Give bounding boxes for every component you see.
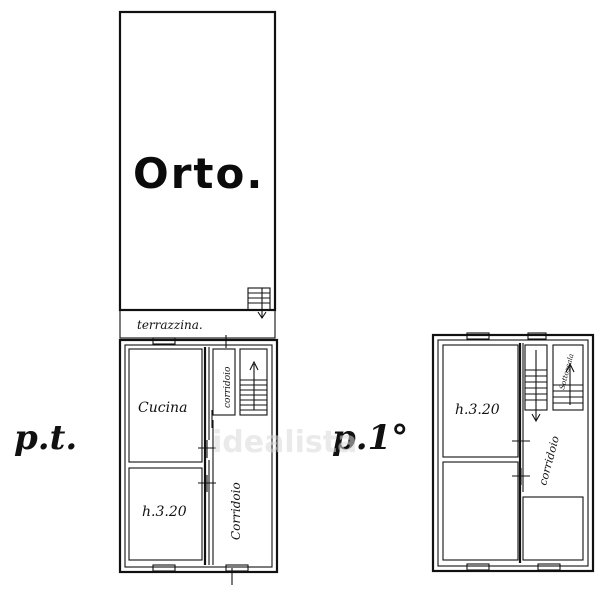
first-floor-outer-wall <box>431 333 595 573</box>
ground-floor-room <box>128 467 203 561</box>
first-floor-upper-room <box>442 344 519 458</box>
garden-label: Orto. <box>133 149 264 198</box>
ground-floor-plan-label: p.t. <box>14 418 77 458</box>
ground-floor-plan: Orto. terrazzina. Cucina h.3.20 corridoi… <box>14 10 279 585</box>
small-corridor <box>212 348 236 416</box>
terrace-label: terrazzina. <box>137 318 203 332</box>
terrace-area <box>119 309 276 339</box>
kitchen-label: Cucina <box>138 400 187 416</box>
first-floor-doors <box>512 440 530 485</box>
room-height-label: h.3.20 <box>142 504 187 520</box>
first-floor-plan: h.3.20 corridoio Sottoscala p.1° <box>332 332 595 573</box>
first-floor-stairs <box>524 344 584 423</box>
first-floor-plan-label: p.1° <box>332 418 408 458</box>
first-floor-small-room <box>522 496 584 561</box>
first-floor-corridor-label: corridoio <box>536 434 562 487</box>
small-corridor-label: corridoio <box>223 366 233 408</box>
corridor-label: Corridoio <box>229 482 243 540</box>
watermark-logo: idealista <box>212 425 357 460</box>
first-floor-lower-room <box>442 461 519 561</box>
ground-floor-windows <box>152 337 249 572</box>
ground-floor-doors <box>198 410 233 585</box>
garden-steps <box>247 287 271 319</box>
ground-floor-stairs <box>225 335 268 416</box>
first-floor-windows <box>466 332 561 571</box>
first-floor-room-height-label: h.3.20 <box>455 402 500 418</box>
ground-floor-outer-wall <box>118 338 279 574</box>
kitchen-room <box>128 348 203 463</box>
